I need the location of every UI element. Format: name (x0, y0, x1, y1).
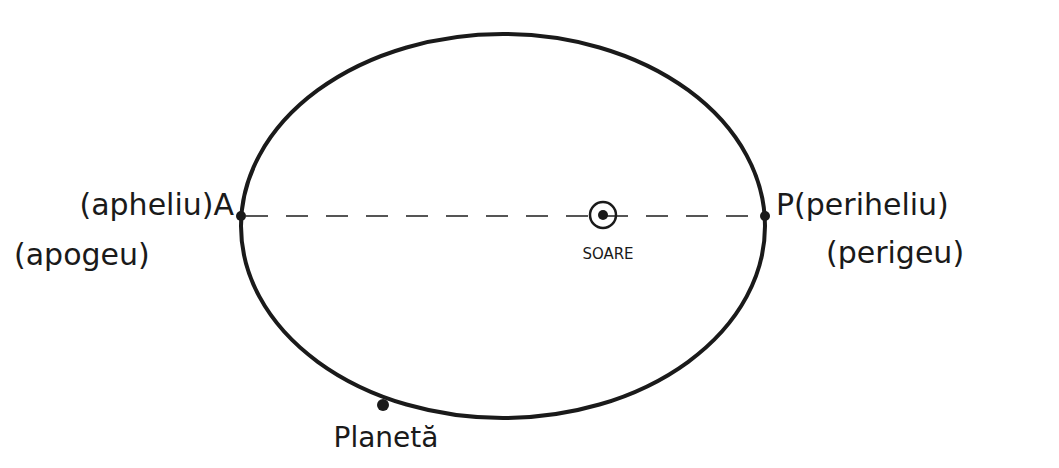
sun-symbol (590, 202, 616, 228)
body-label: SOARE (582, 246, 633, 263)
point-label: (apogeu) (14, 238, 150, 273)
planet-dot (377, 399, 389, 411)
point-label: (perigeu) (826, 236, 964, 271)
label-holder: SOARE (582, 246, 633, 263)
label-holder: Planetă (334, 422, 439, 454)
label-holder: (apheliu)A (79, 188, 234, 223)
orbit-ellipse (241, 34, 765, 418)
point-label: (apheliu)A (79, 188, 234, 223)
point-label: P(periheliu) (776, 188, 949, 223)
label-holder: (perigeu) (826, 236, 964, 271)
label-holder: (apogeu) (14, 238, 150, 273)
label-holder: P(periheliu) (776, 188, 949, 223)
major-axis (246, 215, 760, 217)
body-label: Planetă (334, 422, 439, 454)
perihelion-point (760, 211, 770, 221)
sun-center (598, 210, 608, 220)
aphelion-point (236, 211, 246, 221)
